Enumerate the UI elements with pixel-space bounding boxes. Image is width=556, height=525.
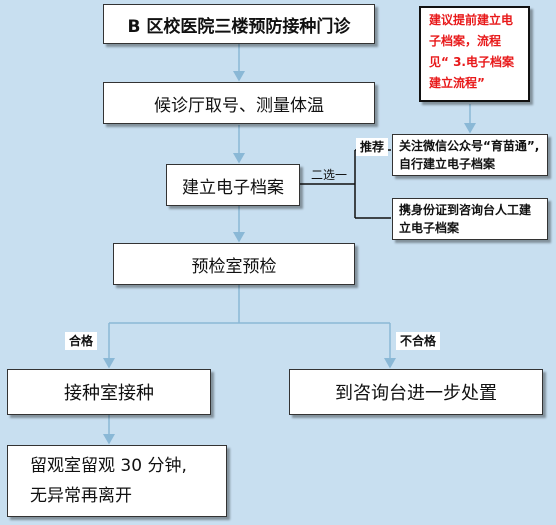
node-precheck: 预检室预检 (113, 243, 355, 285)
node-archive-text: 建立电子档案 (182, 177, 284, 198)
node-clinic: B 区校医院三楼预防接种门诊 (103, 4, 375, 44)
node-wechat: 关注微信公众号“育苗通”,自行建立电子档案 (392, 134, 548, 176)
label-fail: 不合格 (396, 332, 441, 350)
node-idcard: 携身份证到咨询台人工建立电子档案 (392, 198, 548, 240)
node-observe: 留观室留观 30 分钟, 无异常再离开 (7, 445, 227, 517)
node-waiting: 候诊厅取号、测量体温 (103, 82, 375, 124)
node-precheck-text: 预检室预检 (191, 256, 277, 277)
node-vaccinate-text: 接种室接种 (64, 383, 154, 404)
node-wechat-text: 关注微信公众号“育苗通”,自行建立电子档案 (399, 139, 540, 171)
node-vaccinate: 接种室接种 (7, 369, 211, 415)
note-advance-archive-text: 建议提前建立电子档案，流程见“ 3.电子档案建立流程” (429, 13, 514, 90)
node-observe-line1: 留观室留观 30 分钟, (30, 456, 187, 476)
label-choose-one: 二选一 (311, 168, 348, 182)
node-observe-line2: 无异常再离开 (30, 486, 132, 506)
node-consult: 到咨询台进一步处置 (289, 369, 543, 415)
label-recommend: 推荐 (356, 138, 389, 156)
node-waiting-text: 候诊厅取号、测量体温 (154, 95, 324, 116)
node-archive: 建立电子档案 (166, 164, 300, 206)
node-consult-text: 到咨询台进一步处置 (335, 383, 497, 404)
label-pass: 合格 (65, 332, 98, 350)
note-advance-archive: 建议提前建立电子档案，流程见“ 3.电子档案建立流程” (419, 6, 530, 102)
node-idcard-text: 携身份证到咨询台人工建立电子档案 (399, 203, 532, 235)
node-clinic-text: B 区校医院三楼预防接种门诊 (127, 16, 351, 37)
